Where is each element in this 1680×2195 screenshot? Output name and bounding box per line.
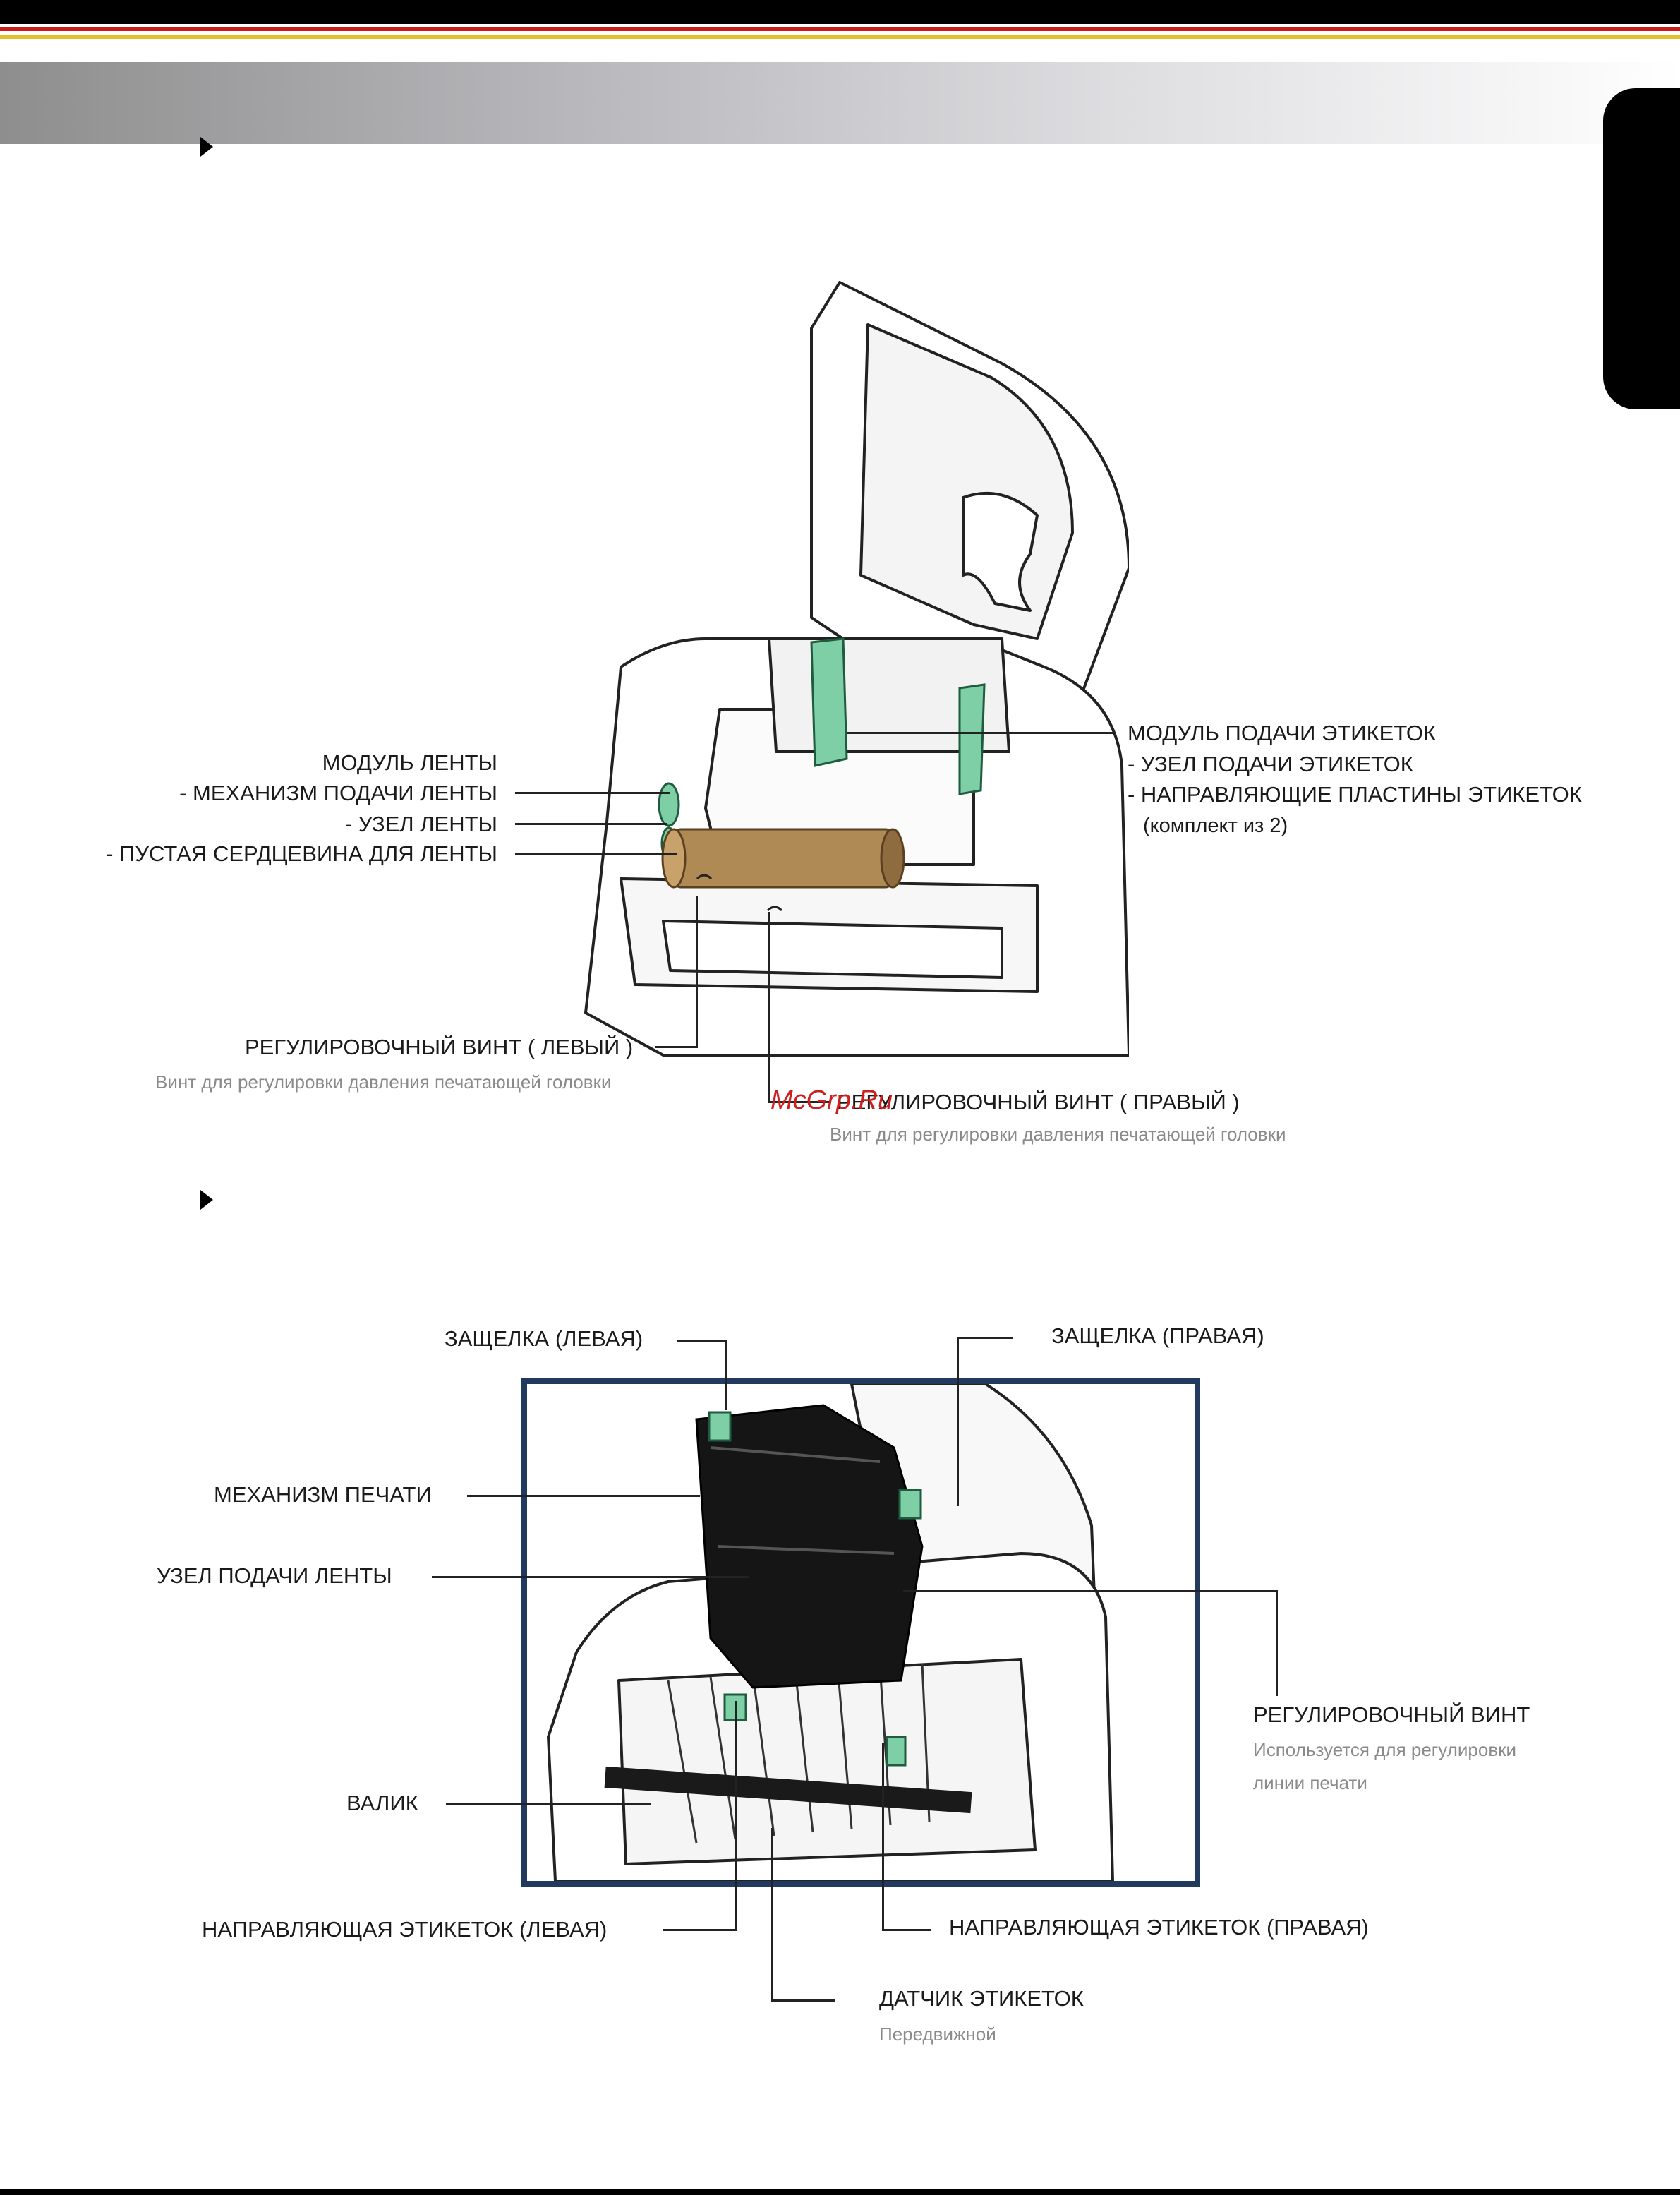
label-sensor-label: ДАТЧИК ЭТИКЕТОК <box>879 1986 1084 2011</box>
adjust-screw-note-line2: линии печати <box>1253 1772 1367 1793</box>
leader-line <box>847 732 1115 734</box>
leader-line <box>696 896 698 1048</box>
adjust-screw-left-note: Винт для регулировки давления печатающей… <box>155 1071 612 1093</box>
leader-line <box>903 1590 1277 1592</box>
leader-line <box>432 1576 749 1578</box>
label-guide-left-label: НАПРАВЛЯЮЩАЯ ЭТИКЕТОК (ЛЕВАЯ) <box>202 1917 608 1942</box>
label-feed-assembly-label: - УЗЕЛ ПОДАЧИ ЭТИКЕТОК <box>1128 752 1413 776</box>
leader-line <box>768 912 770 1102</box>
ribbon-feed-assembly-label: УЗЕЛ ПОДАЧИ ЛЕНТЫ <box>157 1563 392 1588</box>
top-red-stripe <box>0 27 1680 31</box>
latch-left-label: ЗАЩЕЛКА (ЛЕВАЯ) <box>445 1326 643 1351</box>
print-mechanism-label: МЕХАНИЗМ ПЕЧАТИ <box>214 1482 432 1507</box>
leader-line <box>882 1929 931 1931</box>
label-guide-plates-note: (комплект из 2) <box>1143 814 1288 837</box>
leader-line <box>725 1340 727 1410</box>
leader-line <box>677 1340 727 1342</box>
top-black-bar <box>0 0 1680 24</box>
bottom-black-bar <box>0 2189 1680 2195</box>
platen-label: ВАЛИК <box>346 1791 418 1815</box>
adjust-screw-note-line1: Используется для регулировки <box>1253 1739 1517 1760</box>
leader-line <box>735 1701 737 1931</box>
leader-line <box>882 1743 884 1931</box>
leader-line <box>771 1828 773 2001</box>
leader-line <box>771 1999 835 2002</box>
side-tab <box>1603 88 1680 409</box>
adjust-screw-label: РЕГУЛИРОВОЧНЫЙ ВИНТ <box>1253 1702 1530 1727</box>
label-sensor-note: Передвижной <box>879 2023 996 2045</box>
leader-line <box>515 853 677 855</box>
leader-line <box>1276 1590 1278 1696</box>
adjust-screw-left-label: РЕГУЛИРОВОЧНЫЙ ВИНТ ( ЛЕВЫЙ ) <box>245 1035 634 1059</box>
leader-line <box>768 1101 831 1103</box>
leader-line <box>957 1337 959 1506</box>
leader-line <box>663 1929 737 1931</box>
leader-line <box>467 1495 700 1497</box>
leader-line <box>446 1803 651 1805</box>
ribbon-assembly-label: - УЗЕЛ ЛЕНТЫ <box>344 812 497 836</box>
section-header-bar <box>0 62 1680 144</box>
leader-line <box>515 823 667 825</box>
adjust-screw-right-label: РЕГУЛИРОВОЧНЫЙ ВИНТ ( ПРАВЫЙ ) <box>837 1090 1240 1114</box>
ribbon-module-label: МОДУЛЬ ЛЕНТЫ <box>322 750 497 775</box>
empty-ribbon-core-label: - ПУСТАЯ СЕРДЦЕВИНА ДЛЯ ЛЕНТЫ <box>106 841 497 866</box>
adjust-screw-right-note: Винт для регулировки давления печатающей… <box>830 1124 1286 1145</box>
leader-line <box>957 1337 1013 1339</box>
ribbon-feed-mechanism-label: - МЕХАНИЗМ ПОДАЧИ ЛЕНТЫ <box>179 781 497 805</box>
printer-open-illustration <box>584 281 1129 1057</box>
printer-mechanism-illustration <box>547 1384 1114 1881</box>
watermark-text: McGrp.Ru <box>770 1086 893 1115</box>
latch-right-label: ЗАЩЕЛКА (ПРАВАЯ) <box>1051 1323 1264 1348</box>
leader-line <box>655 1046 697 1048</box>
label-guide-right-label: НАПРАВЛЯЮЩАЯ ЭТИКЕТОК (ПРАВАЯ) <box>949 1915 1369 1940</box>
label-feed-module-label: МОДУЛЬ ПОДАЧИ ЭТИКЕТОК <box>1128 721 1437 745</box>
leader-line <box>515 792 670 794</box>
label-guide-plates-label: - НАПРАВЛЯЮЩИЕ ПЛАСТИНЫ ЭТИКЕТОК <box>1128 782 1582 807</box>
top-gold-stripe <box>0 35 1680 39</box>
bullet-arrow-icon <box>200 137 213 157</box>
bullet-arrow-icon <box>200 1190 213 1210</box>
